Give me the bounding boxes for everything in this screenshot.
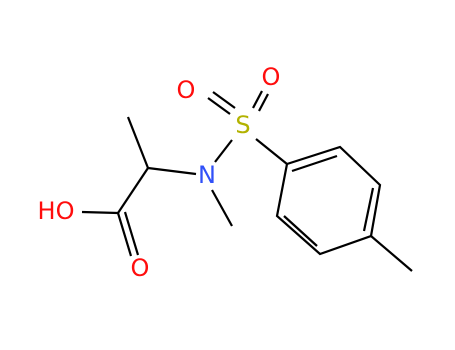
bond-s-o-top-1 xyxy=(207,97,231,115)
atom-oxygen-carbonyl: O xyxy=(131,254,150,282)
bond-carboxyl-oh xyxy=(81,210,119,215)
bond-s-o-right-1 xyxy=(252,90,263,109)
bond-alpha-n xyxy=(147,166,197,176)
ring-double-3 xyxy=(283,215,318,247)
bond-carbonyl-1 xyxy=(116,212,133,257)
bond-n-methyl xyxy=(211,189,233,227)
atom-nitrogen: N xyxy=(198,161,216,189)
bond-carbonyl-2 xyxy=(123,211,140,256)
bond-n-s xyxy=(214,139,233,163)
bond-s-o-top-2 xyxy=(212,91,236,109)
bond-alpha-methyl xyxy=(126,116,150,169)
atom-sulfur: S xyxy=(235,111,250,139)
bond-ring-methyl xyxy=(370,235,413,272)
ring-double-2 xyxy=(362,187,375,232)
atom-oxygen-right: O xyxy=(262,63,281,91)
bond-s-o-right-2 xyxy=(258,93,269,112)
atom-oxygen-top: O xyxy=(177,76,196,104)
atom-hydroxyl: HO xyxy=(38,197,75,225)
aromatic-ring xyxy=(275,145,382,256)
bond-alpha-carboxyl xyxy=(117,167,149,214)
bond-s-ring xyxy=(255,138,288,165)
ring-double-1 xyxy=(291,154,338,173)
